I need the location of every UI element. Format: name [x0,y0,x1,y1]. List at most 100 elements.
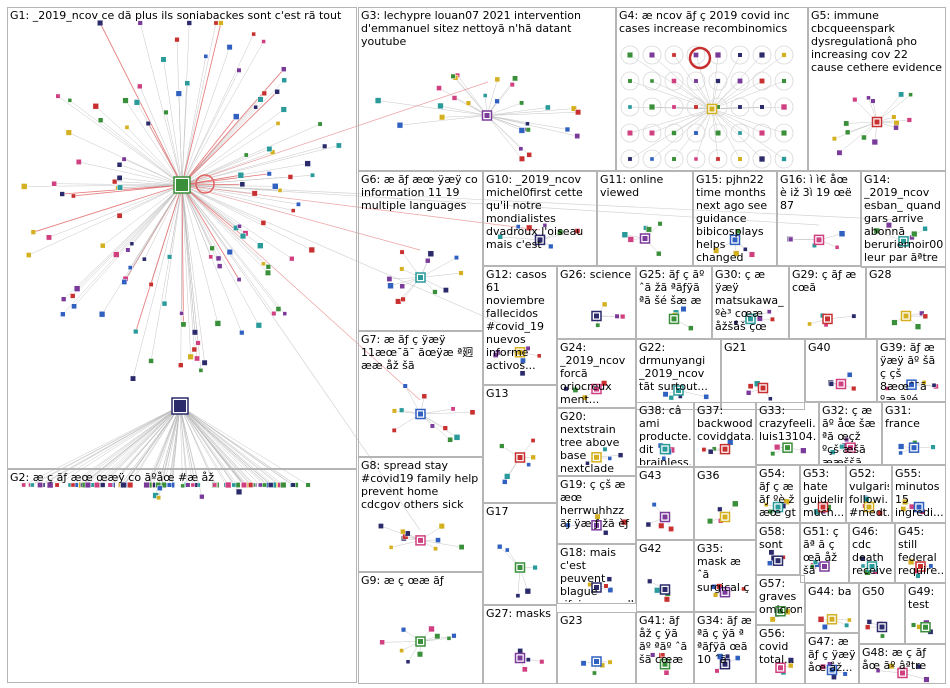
node [737,156,743,162]
node [671,104,677,110]
node-ring [752,97,772,117]
node-ring [686,149,706,169]
edge [399,115,488,126]
inter-group-edge [181,184,820,226]
group-box-g4 [616,7,808,171]
node [237,223,242,229]
node [727,439,734,446]
node [465,100,472,106]
group-box-g46 [849,523,895,583]
node [305,482,311,488]
edge [171,405,181,486]
node [322,143,328,149]
node [194,355,200,362]
group-box-g31 [882,402,946,465]
edge [179,405,294,486]
edge [181,116,237,186]
edge [711,80,785,110]
node [518,146,524,152]
edge [102,405,181,486]
node [509,82,515,88]
edge [179,405,245,486]
hub-node-fill-g48 [900,670,905,676]
node [436,85,442,91]
hub-node-fill-g55 [916,504,922,510]
node [213,20,219,26]
node-ring [664,149,684,169]
edge [181,184,195,350]
node [184,80,191,87]
node [627,156,633,162]
node [780,103,788,111]
hub-node-fill-g7 [418,411,423,417]
hub-node-fill-g37 [722,446,728,452]
node [450,406,456,412]
edge [181,83,188,186]
node [606,576,613,582]
node [787,662,794,669]
node [526,152,532,158]
edge [834,121,878,139]
hub-node-fill-g28 [903,313,909,319]
edge [629,108,713,134]
node [614,313,620,319]
hub-node-fill-g18 [594,585,599,590]
node [494,98,500,104]
edge [711,54,763,110]
node [770,451,776,457]
group-box-g43 [636,467,694,540]
node [421,393,428,400]
node [504,473,511,480]
group-box-g1 [7,7,357,469]
node [654,587,661,594]
node [388,545,394,550]
edge [179,405,199,486]
node [680,306,687,313]
node [930,444,936,450]
edge [420,272,462,278]
node [524,588,531,595]
node [844,622,850,628]
hub-node-fill-g32 [848,445,853,451]
group-box-g19 [557,476,636,544]
node-ring [774,45,794,65]
node-ring [752,123,772,143]
node [116,162,123,168]
node [931,382,937,388]
node-ring [642,97,662,117]
hub-node-fill-g53 [820,504,826,510]
node [626,51,634,59]
edge [539,230,578,241]
node [236,277,242,282]
node [84,481,91,489]
hub-node-fill-g46 [869,564,875,569]
node-ring [730,149,750,169]
hub-node-fill-g42 [662,587,668,592]
edge [876,94,911,123]
node [928,563,934,569]
node [133,99,141,106]
hub-node-fill-g58 [775,558,781,564]
node [458,544,465,550]
edge [179,405,251,486]
node [732,500,739,507]
edge [179,405,281,486]
node [846,371,853,378]
edge [132,184,183,379]
node [888,663,895,670]
node [737,104,743,110]
edge [49,405,181,486]
edge [39,405,181,486]
node [520,357,526,364]
hub-node-fill-g44 [829,616,835,622]
node [186,20,192,26]
group-boxes-layer [7,7,946,684]
node [758,155,766,163]
node [737,52,743,58]
node [532,564,538,571]
edge [126,127,183,186]
edge [181,184,199,343]
node-ring [642,71,662,91]
edge [181,184,292,259]
node [787,657,794,664]
